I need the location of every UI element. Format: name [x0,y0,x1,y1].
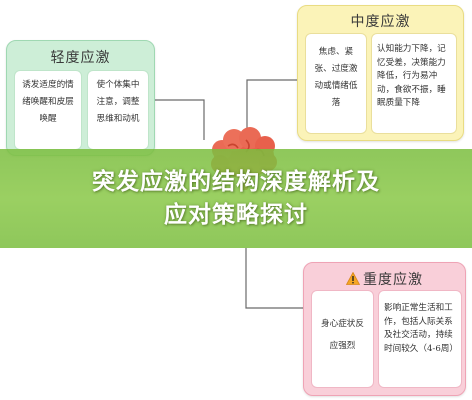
severe-stress-header: 重度应激 [304,269,465,289]
moderate-card-cognition: 认知能力下降，记忆受差，决策能力降低，行为易冲动，食欲不振，睡眠质量下降 [371,33,457,134]
severe-stress-panel: 重度应激 身心症状反应强烈 影响正常生活和工作，包括人际关系及社交活动，持续时间… [303,262,466,396]
mild-stress-title: 轻度应激 [50,50,111,66]
banner-title-line2: 应对策略探讨 [164,202,308,228]
connector-moderate [246,79,297,130]
severe-card-impact: 影响正常生活和工作，包括人际关系及社交活动，持续时间较久（4-6周） [378,290,462,388]
warning-icon [346,272,360,285]
moderate-stress-title: 中度应激 [350,14,411,30]
mild-card-emotion: 诱发适度的情绪唤醒和皮层唤醒 [14,70,82,150]
moderate-card-emotion: 焦虑、紧张、过度激动或情绪低落 [305,33,367,134]
moderate-stress-panel: 中度应激 焦虑、紧张、过度激动或情绪低落 认知能力下降，记忆受差，决策能力降低，… [297,5,464,141]
connector-mild [155,99,205,140]
banner-title: 突发应激的结构深度解析及 应对策略探讨 [0,166,472,232]
mild-stress-panel: 轻度应激 诱发适度的情绪唤醒和皮层唤醒 使个体集中注意，调整思维和动机 [6,40,155,156]
severe-stress-title: 重度应激 [363,272,423,288]
title-banner [0,149,472,248]
severe-card-symptoms: 身心症状反应强烈 [311,290,374,388]
banner-title-line1: 突发应激的结构深度解析及 [92,169,380,195]
mild-card-attention: 使个体集中注意，调整思维和动机 [87,70,149,150]
connector-severe [245,248,303,309]
